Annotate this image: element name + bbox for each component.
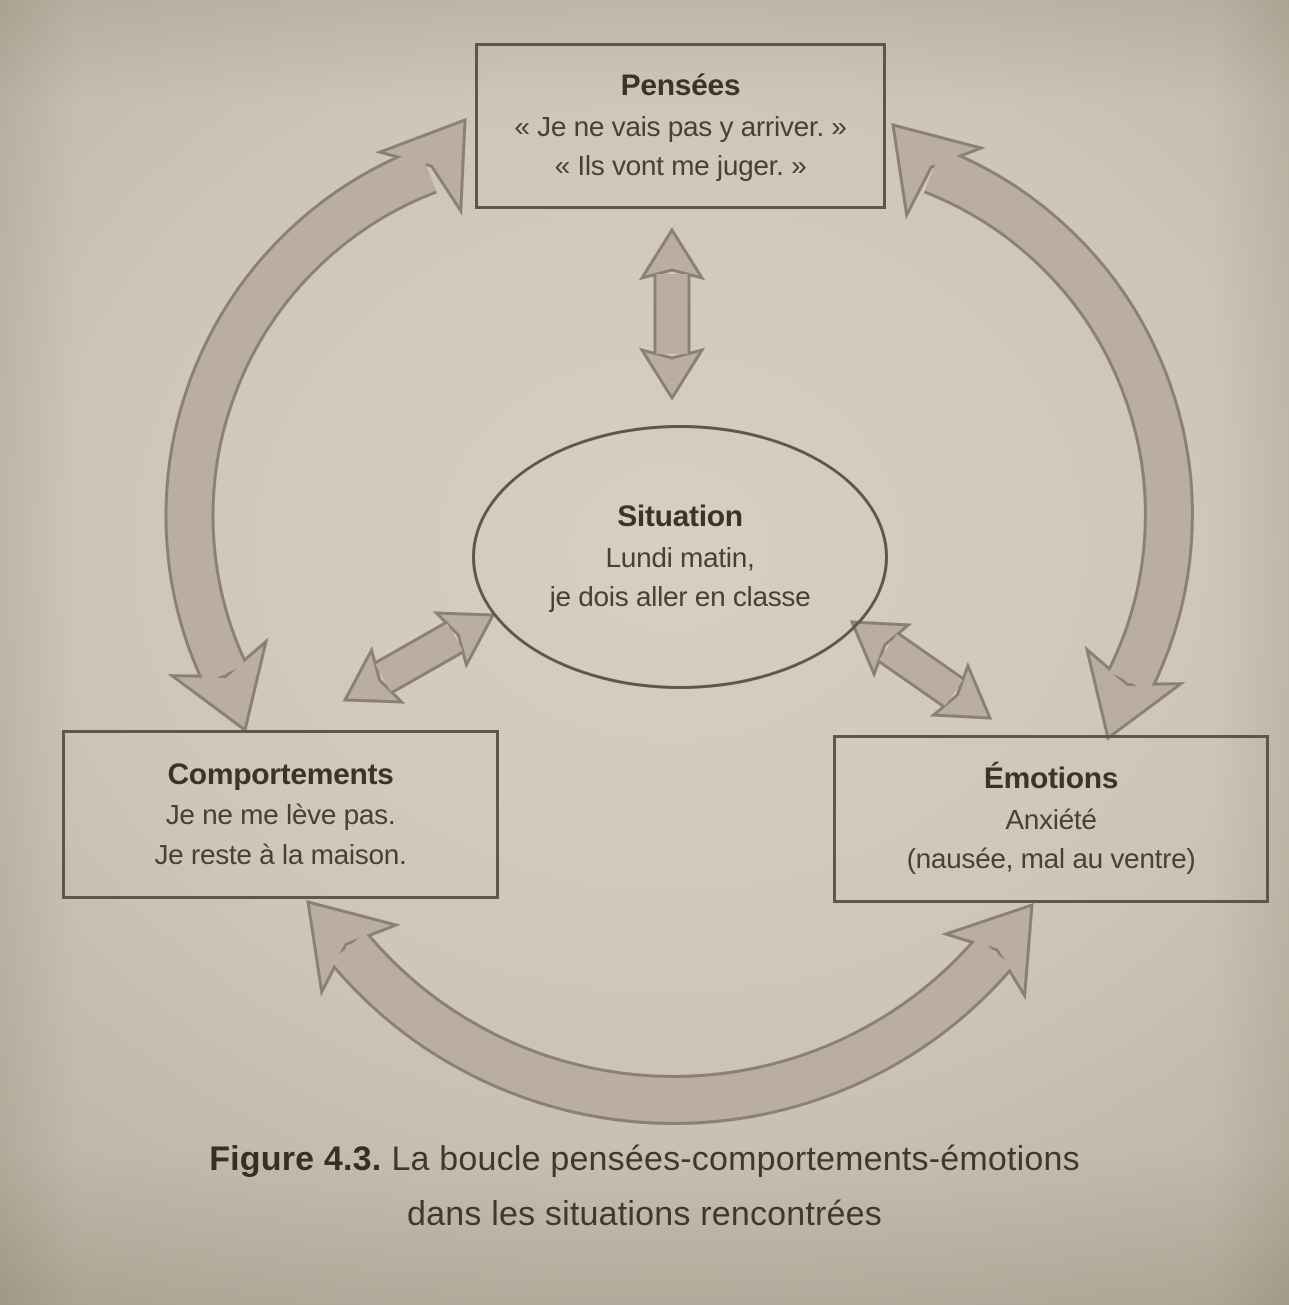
comportements-line-1: Je ne me lève pas. bbox=[165, 799, 396, 830]
figure-number: Figure 4.3. bbox=[209, 1140, 382, 1178]
arrowhead-up-icon bbox=[640, 228, 704, 280]
situation-title: Situation bbox=[617, 500, 743, 533]
arrow-situation-comportements bbox=[328, 587, 510, 728]
arrow-situation-emotions bbox=[833, 595, 1009, 745]
situation-line-2: je dois aller en classe bbox=[549, 581, 811, 613]
comportements-title: Comportements bbox=[167, 757, 394, 791]
arrow-band-fill bbox=[879, 634, 963, 706]
comportements-line-2: Je reste à la maison. bbox=[154, 838, 407, 870]
comportements-box: Comportements Je ne me lève pas. Je rest… bbox=[62, 730, 499, 899]
emotions-line-2: (nausée, mal au ventre) bbox=[906, 843, 1196, 875]
arrow-pensees-situation bbox=[640, 228, 704, 400]
situation-ellipse: Situation Lundi matin, je dois aller en … bbox=[472, 425, 888, 689]
arrow-band-fill bbox=[331, 932, 1012, 1122]
arrow-band-fill bbox=[167, 149, 436, 684]
situation-line-1: Lundi matin, bbox=[605, 541, 755, 573]
arrow-band-fill bbox=[925, 149, 1191, 692]
pensees-title: Pensées bbox=[620, 69, 741, 102]
arrowhead-down-icon bbox=[640, 348, 704, 400]
pensees-line-1: « Je ne vais pas y arriver. » bbox=[514, 110, 847, 142]
pensees-line-2: « Ils vont me juger. » bbox=[554, 150, 807, 182]
emotions-title: Émotions bbox=[983, 762, 1119, 795]
figure-caption-line-1: Figure 4.3.La boucle pensées-comportemen… bbox=[0, 1132, 1289, 1187]
arrow-comportements-emotions bbox=[269, 867, 1073, 1125]
figure-caption-line-2: dans les situations rencontrées bbox=[407, 1195, 882, 1234]
emotions-line-1: Anxiété bbox=[1005, 803, 1097, 835]
arrow-band-fill bbox=[375, 623, 463, 692]
arrow-pensees-emotions bbox=[854, 90, 1194, 757]
figure-caption: Figure 4.3.La boucle pensées-comportemen… bbox=[0, 1132, 1289, 1242]
arrow-pensees-comportements bbox=[164, 89, 507, 749]
pensees-box: Pensées « Je ne vais pas y arriver. » « … bbox=[475, 43, 886, 209]
emotions-box: Émotions Anxiété (nausée, mal au ventre) bbox=[833, 735, 1269, 903]
figure-caption-text: La boucle pensées-comportements-émotions bbox=[391, 1140, 1080, 1178]
